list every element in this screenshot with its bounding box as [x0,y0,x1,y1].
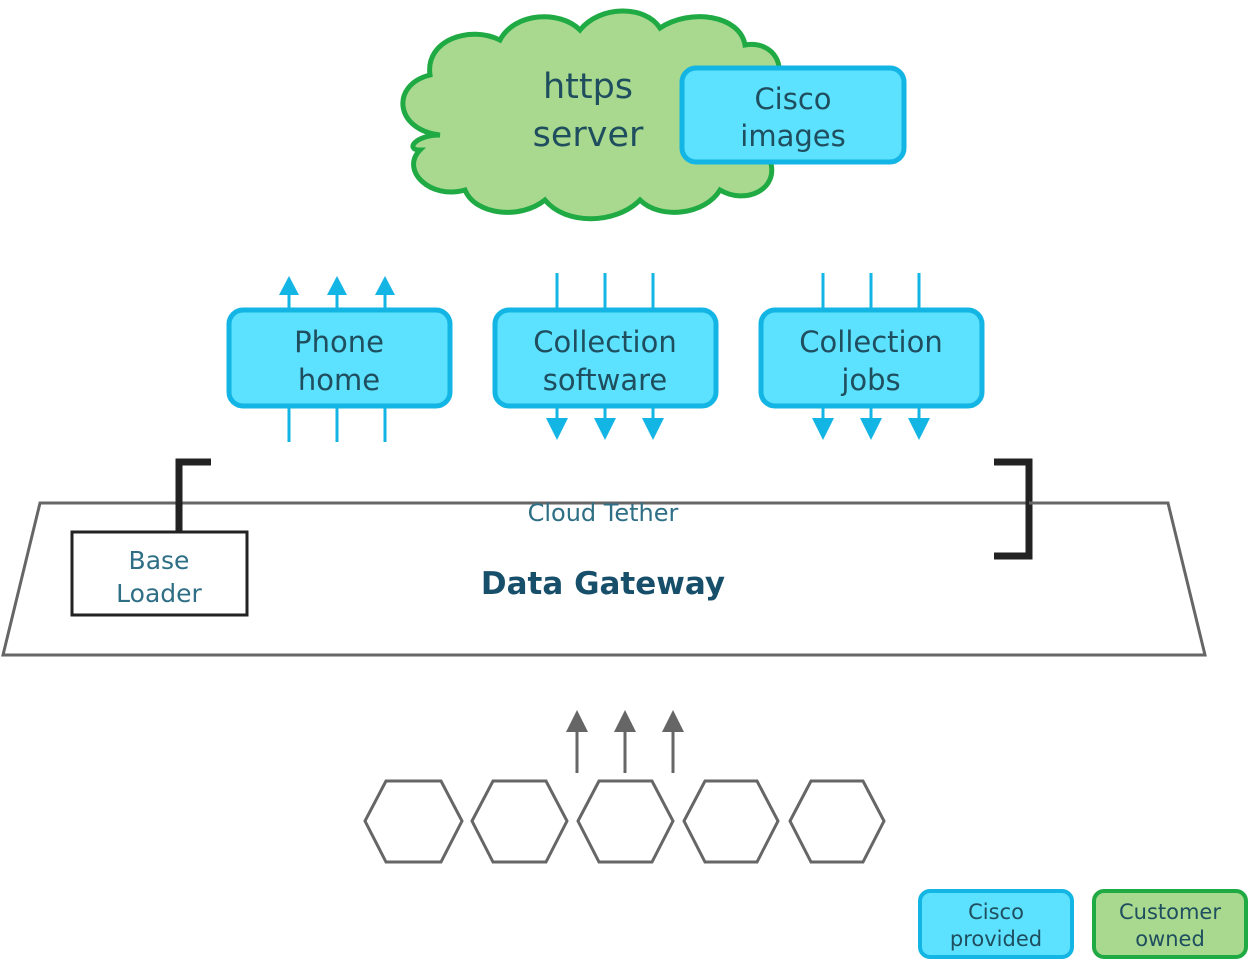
cisco-images-line2: images [740,119,845,153]
arrowhead-icon [642,418,664,440]
device-hexagon-icon [682,779,780,864]
device-hexagon-icon [363,779,464,864]
device-hexagon-icon [576,779,675,864]
gateway-platform [1,501,1207,657]
data-gateway-title: Data Gateway [481,566,725,602]
device-up-arrows [566,710,684,773]
collection-software-line1: Collection [533,325,676,359]
device-hexagon-icon [788,779,886,864]
cisco-images-line1: Cisco [754,82,831,116]
phone-home-line1: Phone [294,325,384,359]
base-loader-line2: Loader [116,579,202,608]
tether-left-bracket [175,458,211,532]
arrowhead-icon [594,418,616,440]
phone-home-line2: home [298,363,380,397]
base-loader-box: Base Loader [70,530,249,617]
legend-customer-line2: owned [1135,927,1205,951]
cisco-images-box: Cisco images [679,65,907,165]
arrowhead-icon [860,418,882,440]
phone-home-bottom-lines [287,405,387,442]
arrowhead-icon [812,418,834,440]
collection-jobs-down-arrows [812,405,930,440]
legend-cisco-provided: Cisco provided [918,889,1074,959]
customer-devices [363,779,886,864]
collection-software-line2: software [543,363,668,397]
cloud-tether-label: Cloud Tether [528,499,679,527]
arrowhead-icon [327,276,347,295]
tether-right-bracket [994,458,1033,560]
device-hexagon-icon [470,779,569,864]
data-gateway: Cloud Tether Data Gateway Base Loader [1,458,1207,657]
collection-software-top-lines [555,273,655,312]
legend-customer-owned: Customer owned [1092,889,1248,959]
collection-jobs-top-lines [821,273,921,312]
arrowhead-icon [908,418,930,440]
legend-customer-line1: Customer [1119,900,1221,924]
legend: Cisco provided Customer owned [918,889,1248,959]
arrowhead-icon [375,276,395,295]
module-collection-jobs: Collection jobs [758,273,985,440]
legend-cisco-line1: Cisco [968,900,1024,924]
base-loader-line1: Base [129,546,190,575]
cloud-label-line2: server [533,115,644,155]
phone-home-up-arrows [279,276,395,310]
collection-software-down-arrows [546,405,664,440]
cloud-label-line1: https [543,67,633,107]
collection-jobs-line2: jobs [840,363,900,397]
module-collection-software: Collection software [492,273,719,440]
legend-cisco-line2: provided [950,927,1042,951]
arrowhead-icon [546,418,568,440]
collection-jobs-line1: Collection [799,325,942,359]
arrowhead-icon [279,276,299,295]
module-phone-home: Phone home [226,276,453,442]
